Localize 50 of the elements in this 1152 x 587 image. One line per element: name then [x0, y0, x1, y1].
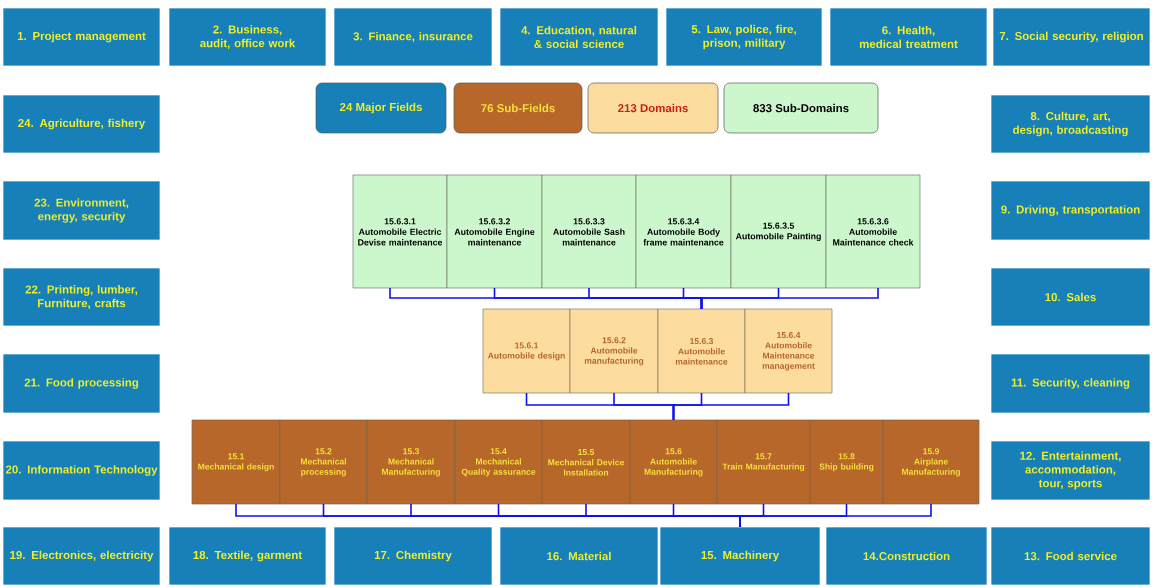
- sub-domain-box: 15.6.3.6 Automobile Maintenance check: [825, 174, 921, 289]
- sub-field-box: 15.1 Mechanical design: [191, 419, 281, 505]
- sub-field-box: 15.6 Automobile Manufacturing: [629, 419, 718, 505]
- major-field-box: 12. Entertainment, accommodation, tour, sports: [990, 440, 1151, 501]
- connector-line: [739, 503, 932, 528]
- sub-domain-box: 15.6.3.1 Automobile Electric Devise maintenance: [352, 174, 448, 289]
- sub-field-box: 15.8 Ship building: [809, 419, 884, 505]
- major-field-box: 15. Machinery: [659, 526, 821, 586]
- sub-field-box: 15.2 Mechanical processing: [279, 419, 368, 505]
- legend-box: 76 Sub-Fields: [453, 82, 583, 134]
- major-field-box: 19. Electronics, electricity: [2, 526, 161, 586]
- legend-box: 24 Major Fields: [315, 82, 447, 134]
- legend-box: 213 Domains: [587, 82, 719, 134]
- major-field-box: 5. Law, police, fire, prison, military: [665, 7, 823, 67]
- major-field-box: 24. Agriculture, fishery: [2, 94, 161, 154]
- major-field-box: 2. Business, audit, office work: [168, 7, 327, 67]
- major-field-box: 7. Social security, religion: [992, 7, 1151, 67]
- sub-domain-box: 15.6.3.2 Automobile Engine maintenance: [446, 174, 543, 289]
- major-field-box: 1. Project management: [2, 7, 161, 67]
- sub-field-box: 15.9 Airplane Manufacturing: [882, 419, 980, 505]
- major-field-box: 11. Security, cleaning: [990, 353, 1151, 414]
- domain-box: 15.6.3 Automobile maintenance: [657, 308, 746, 394]
- major-field-box: 4. Education, natural & social science: [499, 7, 659, 67]
- major-field-box: 9. Driving, transportation: [990, 180, 1151, 241]
- sub-domain-box: 15.6.3.5 Automobile Painting: [730, 174, 827, 289]
- major-field-box: 6. Health, medical treatment: [829, 7, 988, 67]
- sub-field-box: 15.4 Mechanical Quality assurance: [454, 419, 543, 505]
- sub-domain-box: 15.6.3.4 Automobile Body frame maintenance: [635, 174, 732, 289]
- major-field-box: 21. Food processing: [2, 353, 161, 414]
- sub-field-box: 15.5 Mechanical Device Installation: [541, 419, 631, 505]
- major-field-box: 17. Chemistry: [333, 526, 493, 586]
- sub-domain-box: 15.6.3.3 Automobile Sash maintenance: [541, 174, 637, 289]
- major-field-box: 3. Finance, insurance: [333, 7, 493, 67]
- major-field-box: 8. Culture, art, design, broadcasting: [990, 94, 1151, 154]
- major-field-box: 22. Printing, lumber, Furniture, crafts: [2, 267, 161, 327]
- sub-field-box: 15.3 Mechanical Manufacturing: [366, 419, 456, 505]
- domain-box: 15.6.4 Automobile Maintenance management: [744, 308, 833, 394]
- connector-line: [700, 287, 879, 310]
- domain-box: 15.6.1 Automobile design: [482, 308, 571, 394]
- major-field-box: 16. Material: [499, 526, 659, 586]
- major-field-box: 18. Textile, garment: [168, 526, 327, 586]
- connector-line: [672, 392, 790, 421]
- major-field-box: 10. Sales: [990, 267, 1151, 327]
- major-field-box: 20. Information Technology: [2, 440, 161, 501]
- domain-box: 15.6.2 Automobile manufacturing: [569, 308, 659, 394]
- legend-box: 833 Sub-Domains: [723, 82, 879, 134]
- major-field-box: 13. Food service: [990, 526, 1151, 586]
- major-field-box: 14.Construction: [825, 526, 988, 586]
- major-field-box: 23. Environment, energy, security: [2, 180, 161, 241]
- sub-field-box: 15.7 Train Manufacturing: [716, 419, 811, 505]
